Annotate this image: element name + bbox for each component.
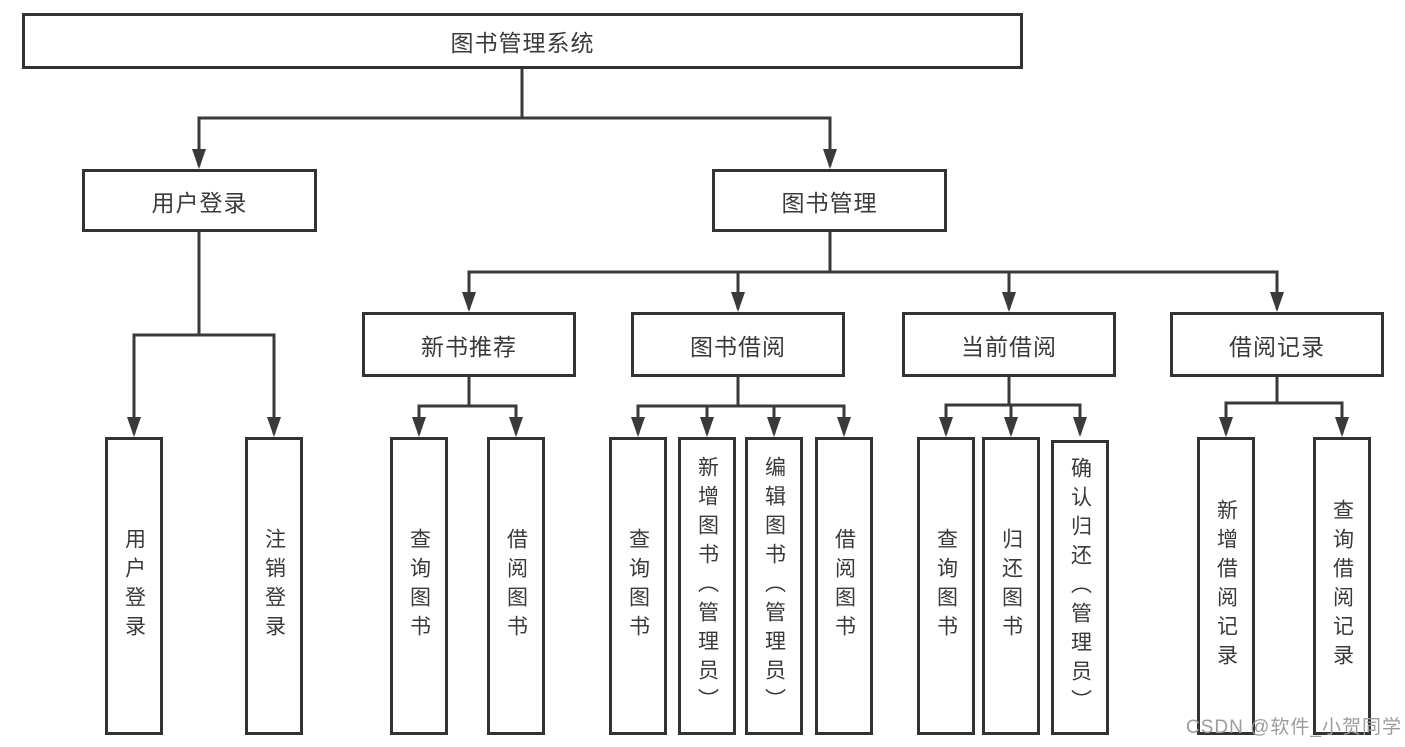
node-label: 当前借阅 <box>961 333 1057 360</box>
node-label: 借阅记录 <box>1229 333 1325 360</box>
node-label: 用户登录 <box>122 528 146 644</box>
node-label: 新书推荐 <box>421 333 517 360</box>
node-label: 编辑图书（管理员） <box>762 455 786 717</box>
connector-bookborrow-bar <box>636 404 846 434</box>
node-label: 查询借阅记录 <box>1330 499 1354 673</box>
leaf-query-books-newbook: 查询图书 <box>390 437 448 735</box>
leaf-edit-books-admin: 编辑图书（管理员） <box>745 437 803 735</box>
leaf-query-books-borrow: 查询图书 <box>609 437 667 735</box>
connector-userlogin-bar <box>132 333 276 434</box>
leaf-borrow-books-borrow: 借阅图书 <box>815 437 873 735</box>
arrowheads <box>127 149 1349 437</box>
node-book-management: 图书管理 <box>712 169 947 232</box>
leaf-user-login: 用户登录 <box>105 437 163 735</box>
node-label: 查询图书 <box>934 528 958 644</box>
node-label: 图书借阅 <box>690 333 786 360</box>
node-library-management-system: 图书管理系统 <box>22 13 1023 69</box>
leaf-logout: 注销登录 <box>245 437 303 735</box>
leaf-return-books: 归还图书 <box>982 437 1040 735</box>
leaf-add-books-admin: 新增图书（管理员） <box>678 437 736 735</box>
connector-borrowrecords-bar <box>1224 401 1344 434</box>
node-label: 查询图书 <box>407 528 431 644</box>
node-borrow-records: 借阅记录 <box>1170 312 1384 377</box>
node-current-borrow: 当前借阅 <box>902 312 1116 377</box>
connector-root-bar <box>197 116 832 166</box>
leaf-query-borrow-record: 查询借阅记录 <box>1313 437 1371 735</box>
connector-bookmgmt-bar <box>467 270 1279 309</box>
node-label: 图书管理系统 <box>450 30 595 56</box>
leaf-borrow-books-newbook: 借阅图书 <box>487 437 545 735</box>
connector-newbook-bar <box>417 404 518 434</box>
node-label: 注销登录 <box>262 528 286 644</box>
leaf-confirm-return-admin: 确认归还（管理员） <box>1051 440 1109 735</box>
node-label: 用户登录 <box>151 189 248 216</box>
node-label: 确认归还（管理员） <box>1068 457 1092 718</box>
leaf-query-books-current: 查询图书 <box>917 437 975 735</box>
leaf-add-borrow-record: 新增借阅记录 <box>1197 437 1255 735</box>
node-label: 新增图书（管理员） <box>695 455 719 717</box>
node-label: 图书管理 <box>781 189 878 216</box>
node-book-borrow: 图书借阅 <box>631 312 845 377</box>
node-user-login: 用户登录 <box>82 169 317 232</box>
node-label: 归还图书 <box>999 528 1023 644</box>
node-label: 借阅图书 <box>832 528 856 644</box>
node-label: 借阅图书 <box>504 528 528 644</box>
node-new-book-recommend: 新书推荐 <box>362 312 576 377</box>
csdn-watermark: CSDN @软件_小贺同学 <box>1186 717 1402 738</box>
node-label: 新增借阅记录 <box>1214 499 1238 673</box>
node-label: 查询图书 <box>626 528 650 644</box>
